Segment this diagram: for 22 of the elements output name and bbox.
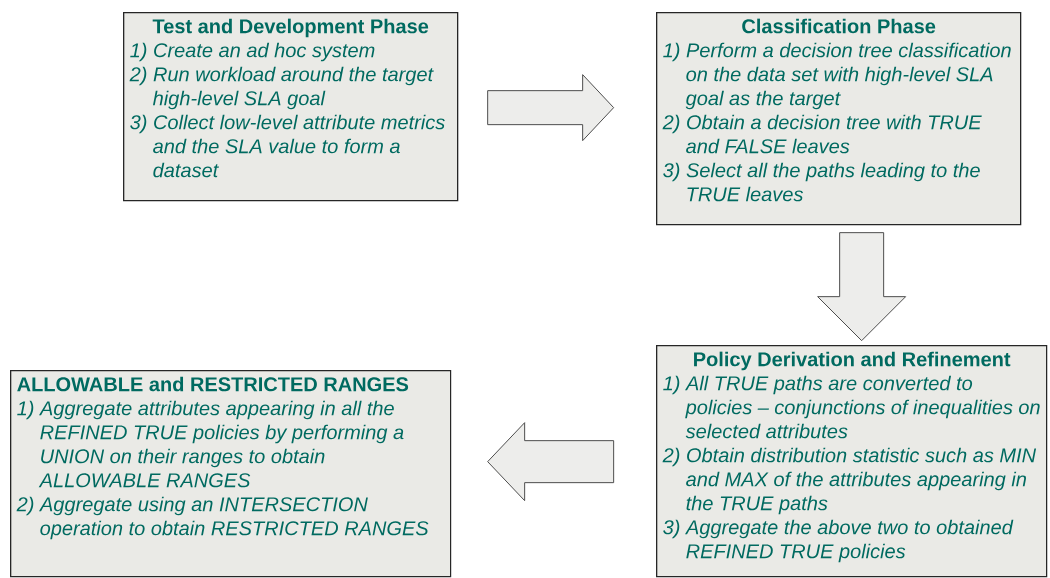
list-item: 3) Select all the paths leading to the TRUE leaves bbox=[663, 162, 980, 202]
phase-box bbox=[656, 12, 1022, 226]
list-item: 2) Aggregate using an INTERSECTION operation to obtain RESTRICTED RANGES bbox=[16, 496, 429, 540]
list-item: 2) Obtain distribution statistic such as MIN and MAX of the attributes appearing in the TRUE paths bbox=[662, 447, 1037, 515]
phase-box bbox=[10, 370, 452, 578]
box-heading: ALLOWABLE and RESTRICTED RANGES bbox=[17, 376, 409, 392]
list-item: 3) Collect low-level attribute metrics and the SLA value to form a dataset bbox=[130, 114, 445, 178]
box-heading: Classification Phase bbox=[742, 18, 936, 34]
list-item: 1) Perform a decision tree classification on the data set with high-level SLA goal as the target bbox=[663, 42, 1011, 110]
block-arrow bbox=[487, 422, 615, 502]
block-arrow bbox=[487, 74, 615, 142]
phase-box bbox=[123, 12, 459, 202]
block-arrow bbox=[817, 232, 907, 342]
list-item: 2) Run workload around the target high-level SLA goal bbox=[129, 66, 434, 110]
list-item: 1) Aggregate attributes appearing in all the REFINED TRUE policies by performing a UNION on their ranges to obtain ALLOWABLE RANGES bbox=[17, 400, 404, 488]
box-heading: Test and Development Phase bbox=[152, 18, 429, 38]
list-item: 1) All TRUE paths are converted to policies – conjunctions of inequalities on selected attributes bbox=[663, 375, 1040, 439]
phase-box bbox=[656, 345, 1048, 578]
list-item: 3) Aggregate the above two to obtained REFINED TRUE policies bbox=[663, 519, 1014, 563]
box-heading: Policy Derivation and Refinement bbox=[694, 351, 1011, 371]
list-item: 2) Obtain a decision tree with TRUE and FALSE leaves bbox=[662, 114, 982, 154]
list-item: 1) Create an ad hoc system bbox=[130, 42, 375, 62]
